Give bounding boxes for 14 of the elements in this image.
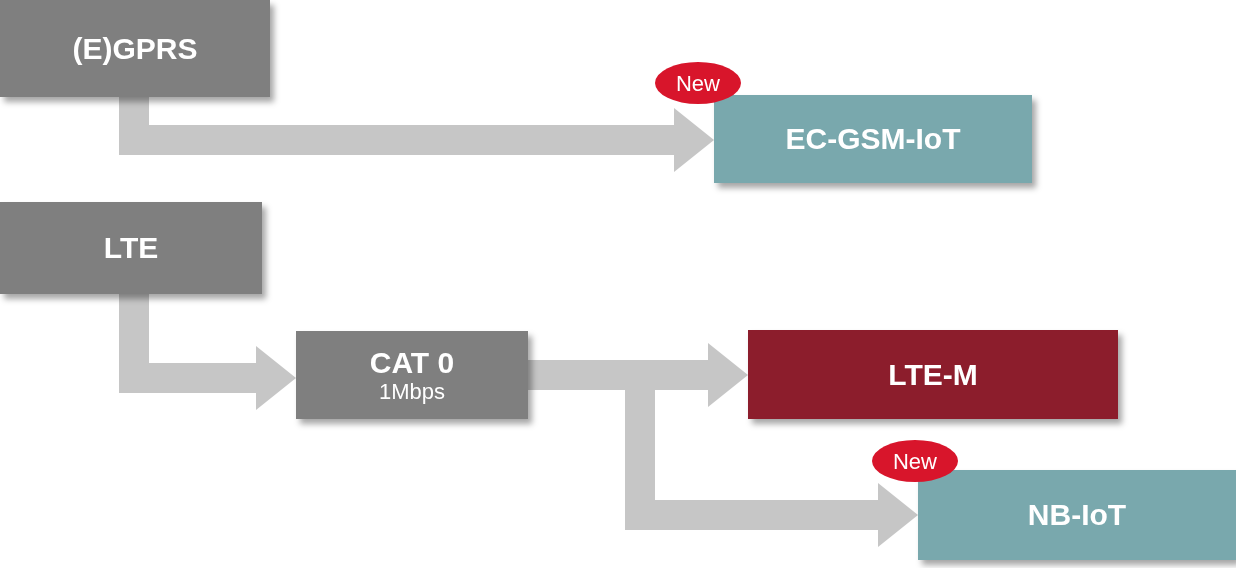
new-badge: New: [872, 440, 958, 482]
arrow: [119, 97, 714, 172]
process-box: [296, 331, 528, 419]
box-subtitle: 1Mbps: [378, 380, 445, 404]
box-title: EC-GSM-IoT: [785, 122, 961, 156]
new-badge: New: [655, 62, 741, 104]
box-title: LTE-M: [888, 357, 978, 392]
process-box: [0, 0, 270, 97]
box-title: (E)GPRS: [72, 31, 198, 66]
box-title: CAT 0: [369, 346, 455, 380]
box-title: NB-IoT: [1027, 498, 1127, 532]
process-box: [0, 202, 262, 294]
box-title: LTE: [103, 231, 159, 265]
process-box: [748, 330, 1118, 419]
